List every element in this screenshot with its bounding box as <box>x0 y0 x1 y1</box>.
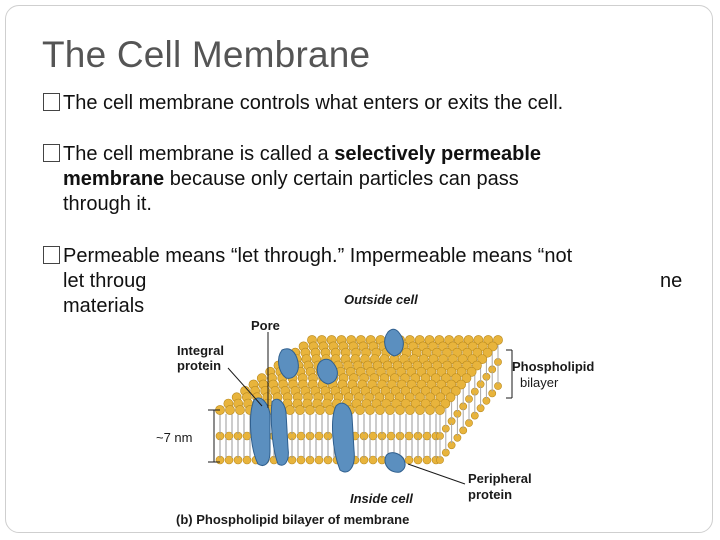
phospholipid-head <box>425 405 435 415</box>
peripheral-label-2: protein <box>468 487 513 502</box>
phospholipid-head <box>405 405 415 415</box>
phospholipid-head <box>368 431 378 441</box>
phospholipid-head <box>461 373 472 384</box>
phospholipid-head <box>435 405 445 415</box>
phospholipid-head <box>295 405 305 415</box>
membrane-diagram <box>208 328 513 485</box>
phospholipid-head <box>314 455 324 465</box>
inside-cell-label: Inside cell <box>350 491 413 506</box>
phospholipid-head <box>242 455 252 465</box>
bullet-1-text: The cell membrane controls what enters o… <box>63 92 564 114</box>
phospholipid-head <box>385 405 395 415</box>
integral-protein-top <box>384 328 404 357</box>
phospholipid-head <box>482 347 493 358</box>
checkbox-bullet-icon <box>43 246 60 264</box>
phospholipid-head <box>466 366 477 377</box>
phospholipid-head <box>404 431 414 441</box>
figure-caption-text: Phospholipid bilayer of membrane <box>196 512 410 527</box>
slide-title: The Cell Membrane <box>42 34 371 75</box>
membrane-figure: Outside cell Pore Integral protein Phosp… <box>150 288 620 530</box>
figure-caption: (b) Phospholipid bilayer of membrane <box>176 512 409 527</box>
phospholipid-head <box>440 398 451 409</box>
phospholipid-head <box>355 405 365 415</box>
bullet-2-bold-2: membrane <box>63 168 165 190</box>
phospholipid-head <box>415 405 425 415</box>
phospholipid-head <box>296 455 306 465</box>
phospholipid-head <box>445 392 456 403</box>
integral-label-1: Integral <box>177 343 224 358</box>
pore-label: Pore <box>251 318 280 333</box>
bullet-2-pre: The cell membrane is called a <box>63 143 335 165</box>
outside-cell-label: Outside cell <box>344 292 418 307</box>
phospholipid-head <box>235 405 245 415</box>
phospholipid-label-1: Phospholipid <box>512 359 595 374</box>
phospholipid-head <box>285 405 295 415</box>
figure-caption-letter: (b) <box>176 512 193 527</box>
phospholipid-label-2: bilayer <box>520 375 559 390</box>
phospholipid-head <box>315 405 325 415</box>
checkbox-bullet-icon <box>43 144 60 162</box>
integral-leader-line <box>227 367 263 407</box>
thickness-label: ~7 nm <box>156 430 193 445</box>
integral-protein-transmembrane <box>332 402 355 473</box>
bullet-2-post-2: through it. <box>63 193 152 215</box>
phospholipid-head <box>487 341 498 352</box>
phospholipid-head <box>365 405 375 415</box>
phospholipid-head <box>477 354 488 364</box>
phospholipid-head <box>224 455 234 465</box>
peripheral-leader-line <box>407 463 466 485</box>
bullet-2: The cell membrane is called a selectivel… <box>43 142 683 217</box>
integral-protein-top <box>316 358 338 385</box>
bullet-2-post: because only certain particles can pass <box>164 168 519 190</box>
phospholipid-head <box>314 431 324 441</box>
bullet-3-line-2: let throug <box>63 270 147 292</box>
bullet-3: Permeable means “let through.” Impermeab… <box>43 244 693 319</box>
phospholipid-head <box>386 431 396 441</box>
checkbox-bullet-icon <box>43 93 60 111</box>
phospholipid-head <box>375 405 385 415</box>
bullet-2-bold-1: selectively permeable <box>334 143 542 165</box>
phospholipid-head <box>224 431 234 441</box>
bullet-3-line-2-tail: ne <box>660 270 683 292</box>
bullet-1: The cell membrane controls what enters o… <box>43 91 563 116</box>
phospholipid-head <box>450 386 461 396</box>
integral-label-2: protein <box>177 358 222 373</box>
bullet-3-line-3: materials <box>63 295 145 317</box>
peripheral-label-1: Peripheral <box>468 471 532 486</box>
integral-protein-top <box>278 348 299 379</box>
integral-protein-channel <box>250 397 271 466</box>
integral-protein-channel <box>270 398 289 466</box>
peripheral-protein <box>384 452 406 473</box>
phospholipid-head <box>422 431 432 441</box>
phospholipid-head <box>493 335 503 345</box>
phospholipid-head <box>471 360 482 371</box>
phospholipid-head <box>368 455 378 465</box>
phospholipid-head <box>456 379 466 390</box>
phospholipid-head <box>305 405 315 415</box>
bullet-3-line-1: Permeable means “let through.” Impermeab… <box>63 245 573 267</box>
phospholipid-head <box>422 455 432 465</box>
phospholipid-head <box>395 405 405 415</box>
phospholipid-head <box>296 431 306 441</box>
phospholipid-head <box>225 405 235 415</box>
